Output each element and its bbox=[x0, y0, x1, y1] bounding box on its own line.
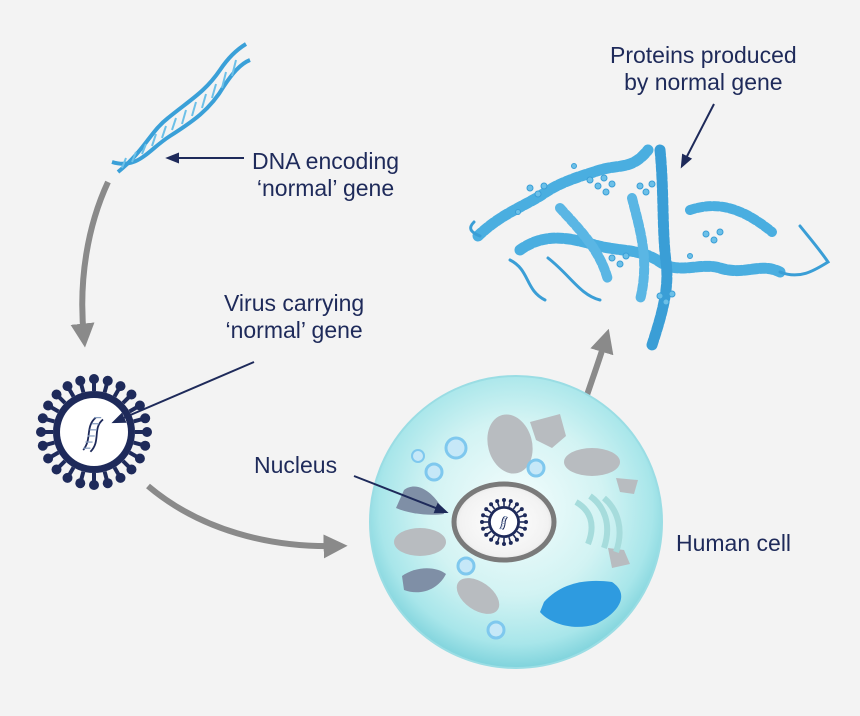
nucleus-label: Nucleus bbox=[254, 452, 338, 478]
protein-structure-icon bbox=[469, 144, 831, 351]
virus-particle-icon bbox=[36, 374, 152, 490]
process-arrow-virus-to-cell bbox=[146, 483, 348, 559]
dna-helix-icon bbox=[111, 42, 251, 174]
pointer-arrow-virus bbox=[111, 361, 255, 424]
nucleus-virus-icon bbox=[480, 498, 528, 546]
human-cell-label: Human cell bbox=[676, 530, 792, 556]
virus-label: Virus carrying ‘normal’ gene bbox=[224, 290, 365, 343]
process-arrow-cell-to-proteins bbox=[583, 328, 614, 399]
dna-label: DNA encoding ‘normal’ gene bbox=[252, 148, 400, 201]
proteins-label: Proteins produced by normal gene bbox=[610, 42, 797, 95]
pointer-arrow-proteins bbox=[680, 103, 715, 169]
pointer-arrow-nucleus bbox=[353, 475, 449, 514]
cell-organelles bbox=[394, 414, 638, 640]
process-arrow-dna-to-virus bbox=[70, 180, 111, 348]
